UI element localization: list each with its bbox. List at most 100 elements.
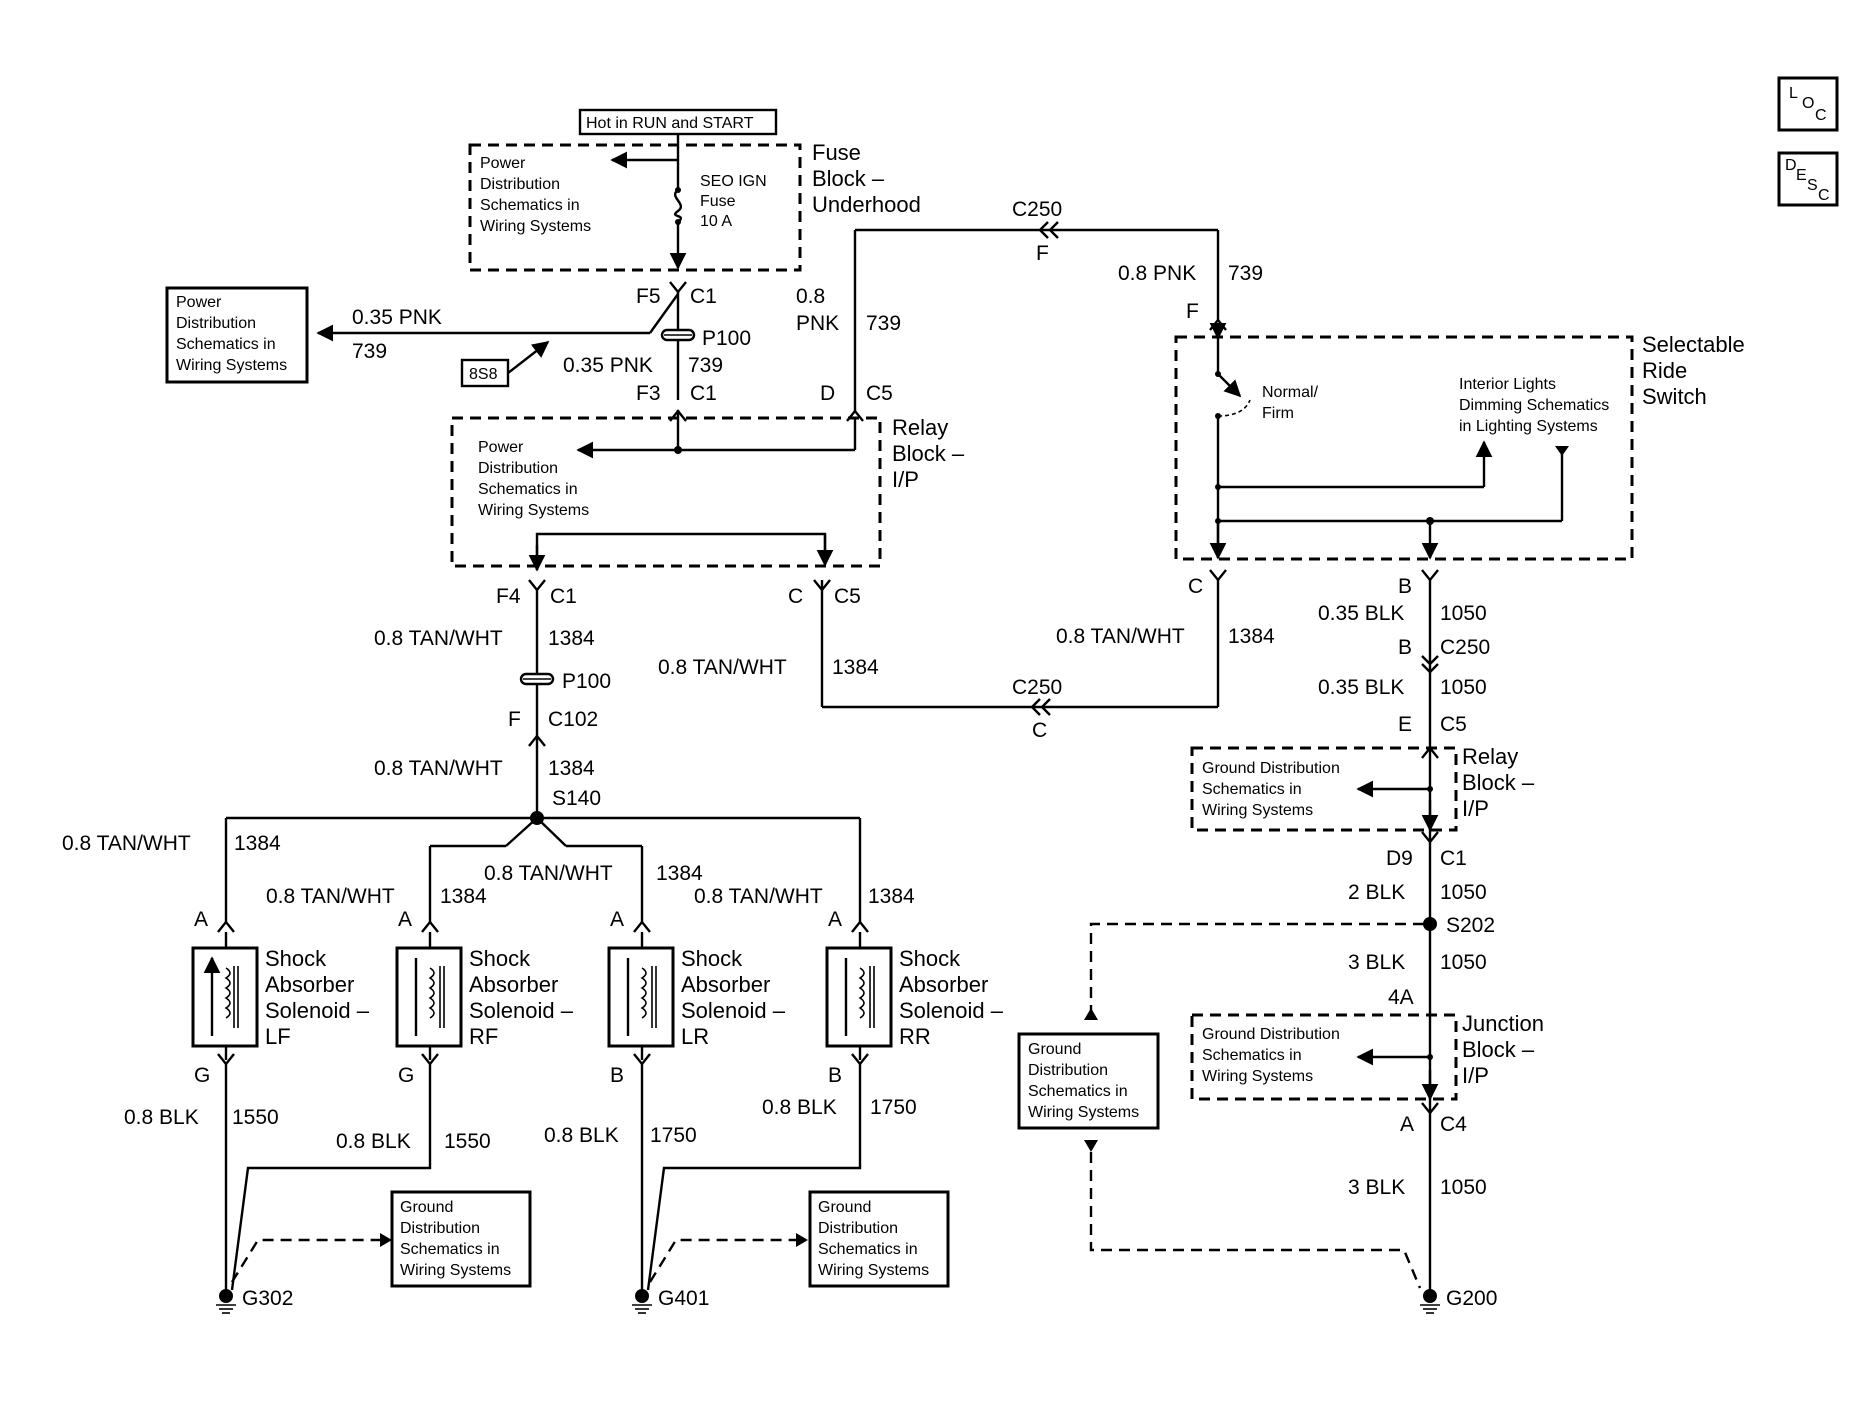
- svg-text:Distribution: Distribution: [176, 315, 256, 332]
- svg-text:Schematics in: Schematics in: [480, 197, 580, 214]
- svg-text:D9: D9: [1386, 847, 1413, 870]
- junction-block-ref-link[interactable]: Ground Distribution Schematics in Wiring…: [1202, 1026, 1340, 1085]
- svg-text:0.8: 0.8: [796, 285, 825, 308]
- svg-text:C: C: [1815, 107, 1827, 124]
- switch-contact-icon[interactable]: [1217, 373, 1242, 398]
- svg-text:E: E: [1796, 167, 1807, 184]
- svg-text:G401: G401: [658, 1287, 709, 1310]
- c250-connector-right: [1421, 655, 1439, 674]
- svg-text:S140: S140: [552, 787, 601, 810]
- svg-text:C250: C250: [1440, 636, 1490, 659]
- shock-solenoid-lf-label: Shock Absorber Solenoid – LF: [265, 946, 370, 1049]
- page-ref-8s8[interactable]: 8S8: [460, 358, 510, 388]
- ground-distribution-ref-g302[interactable]: Ground Distribution Schematics in Wiring…: [390, 1190, 532, 1288]
- svg-text:Wiring Systems: Wiring Systems: [480, 218, 591, 235]
- seo-ign-fuse-label: SEO IGN Fuse 10 A: [700, 173, 767, 230]
- svg-text:Wiring Systems: Wiring Systems: [1202, 1068, 1313, 1085]
- svg-text:G302: G302: [242, 1287, 293, 1310]
- shock-solenoid-lr[interactable]: A B: [607, 908, 675, 1087]
- svg-text:Relay: Relay: [1462, 744, 1518, 769]
- svg-text:Shock: Shock: [469, 946, 531, 971]
- svg-text:Ground: Ground: [400, 1199, 453, 1216]
- svg-text:C1: C1: [1440, 847, 1467, 870]
- svg-text:0.35 PNK: 0.35 PNK: [352, 306, 442, 329]
- svg-text:Absorber: Absorber: [899, 972, 988, 997]
- svg-text:Schematics in: Schematics in: [1028, 1083, 1128, 1100]
- svg-text:I/P: I/P: [1462, 1063, 1489, 1088]
- desc-button[interactable]: D E S C: [1777, 151, 1839, 207]
- relay-block-lower-name: Relay Block – I/P: [1462, 744, 1535, 821]
- relay-block-lower-ref-link[interactable]: Ground Distribution Schematics in Wiring…: [1202, 760, 1340, 819]
- relay-block-upper-ref-link[interactable]: Power Distribution Schematics in Wiring …: [478, 439, 589, 519]
- svg-text:Block –: Block –: [1462, 1037, 1535, 1062]
- svg-text:0.8 TAN/WHT: 0.8 TAN/WHT: [484, 862, 613, 885]
- power-distribution-ref-left[interactable]: Power Distribution Schematics in Wiring …: [165, 286, 309, 384]
- svg-text:1050: 1050: [1440, 676, 1487, 699]
- svg-text:0.8 BLK: 0.8 BLK: [124, 1106, 199, 1129]
- svg-text:G200: G200: [1446, 1287, 1497, 1310]
- svg-text:B: B: [828, 1064, 842, 1087]
- svg-text:4A: 4A: [1388, 986, 1414, 1009]
- svg-text:Power: Power: [176, 294, 222, 311]
- svg-text:A: A: [194, 908, 208, 931]
- c250-connector-upper: [1038, 221, 1059, 239]
- svg-text:Ground: Ground: [1028, 1041, 1081, 1058]
- svg-text:Hot in RUN and START: Hot in RUN and START: [586, 115, 754, 132]
- svg-text:0.8 PNK: 0.8 PNK: [1118, 262, 1196, 285]
- svg-text:Firm: Firm: [1262, 405, 1294, 422]
- svg-text:Wiring Systems: Wiring Systems: [1202, 802, 1313, 819]
- svg-text:1750: 1750: [650, 1124, 697, 1147]
- svg-text:F4: F4: [496, 585, 521, 608]
- svg-text:S: S: [1807, 177, 1818, 194]
- p100-inline-connector-lower: [519, 672, 555, 686]
- svg-text:A: A: [1400, 1113, 1414, 1136]
- svg-text:Distribution: Distribution: [478, 460, 558, 477]
- svg-text:Wiring Systems: Wiring Systems: [176, 357, 287, 374]
- svg-text:Fuse: Fuse: [812, 140, 861, 165]
- svg-text:Absorber: Absorber: [469, 972, 558, 997]
- ground-distribution-ref-right[interactable]: Ground Distribution Schematics in Wiring…: [1017, 1032, 1160, 1130]
- shock-solenoid-lr-label: Shock Absorber Solenoid – LR: [681, 946, 786, 1049]
- svg-text:Ground: Ground: [818, 1199, 871, 1216]
- svg-text:1050: 1050: [1440, 602, 1487, 625]
- svg-text:1384: 1384: [1228, 625, 1275, 648]
- svg-text:Solenoid –: Solenoid –: [681, 998, 786, 1023]
- svg-text:C1: C1: [690, 382, 717, 405]
- svg-text:Power: Power: [478, 439, 524, 456]
- svg-text:0.8 TAN/WHT: 0.8 TAN/WHT: [374, 627, 503, 650]
- svg-text:Schematics in: Schematics in: [478, 481, 578, 498]
- svg-text:Dimming Schematics: Dimming Schematics: [1459, 397, 1609, 414]
- svg-text:E: E: [1398, 713, 1412, 736]
- svg-text:0.8 TAN/WHT: 0.8 TAN/WHT: [694, 885, 823, 908]
- svg-text:I/P: I/P: [1462, 796, 1489, 821]
- svg-text:0.8 TAN/WHT: 0.8 TAN/WHT: [266, 885, 395, 908]
- svg-text:C: C: [1032, 719, 1047, 742]
- svg-text:P100: P100: [702, 327, 751, 350]
- svg-text:RF: RF: [469, 1024, 498, 1049]
- junction-block-name: Junction Block – I/P: [1462, 1011, 1544, 1088]
- shock-solenoid-rr[interactable]: A B: [825, 908, 893, 1087]
- loc-button[interactable]: L O C: [1777, 76, 1839, 132]
- shock-solenoid-rf[interactable]: A G: [395, 908, 463, 1087]
- svg-text:Distribution: Distribution: [1028, 1062, 1108, 1079]
- shock-solenoid-lf[interactable]: A G: [191, 908, 259, 1087]
- svg-text:Schematics in: Schematics in: [1202, 1047, 1302, 1064]
- svg-text:1384: 1384: [832, 656, 879, 679]
- interior-lights-ref-link[interactable]: Interior Lights Dimming Schematics in Li…: [1459, 376, 1609, 435]
- svg-text:A: A: [398, 908, 412, 931]
- svg-text:Switch: Switch: [1642, 384, 1707, 409]
- svg-text:0.8 BLK: 0.8 BLK: [544, 1124, 619, 1147]
- hot-in-run-start-label: Hot in RUN and START: [578, 108, 778, 136]
- svg-text:1384: 1384: [656, 862, 703, 885]
- svg-text:3 BLK: 3 BLK: [1348, 1176, 1405, 1199]
- svg-text:Fuse: Fuse: [700, 193, 736, 210]
- svg-text:0.35 BLK: 0.35 BLK: [1318, 602, 1404, 625]
- ground-distribution-ref-g401[interactable]: Ground Distribution Schematics in Wiring…: [808, 1190, 950, 1288]
- svg-text:C102: C102: [548, 708, 598, 731]
- relay-block-lower-outline: [1190, 746, 1458, 832]
- svg-text:Block –: Block –: [1462, 770, 1535, 795]
- fuse-block-ref-link[interactable]: Power Distribution Schematics in Wiring …: [480, 155, 591, 235]
- svg-text:D: D: [1785, 157, 1797, 174]
- svg-text:Schematics in: Schematics in: [818, 1241, 918, 1258]
